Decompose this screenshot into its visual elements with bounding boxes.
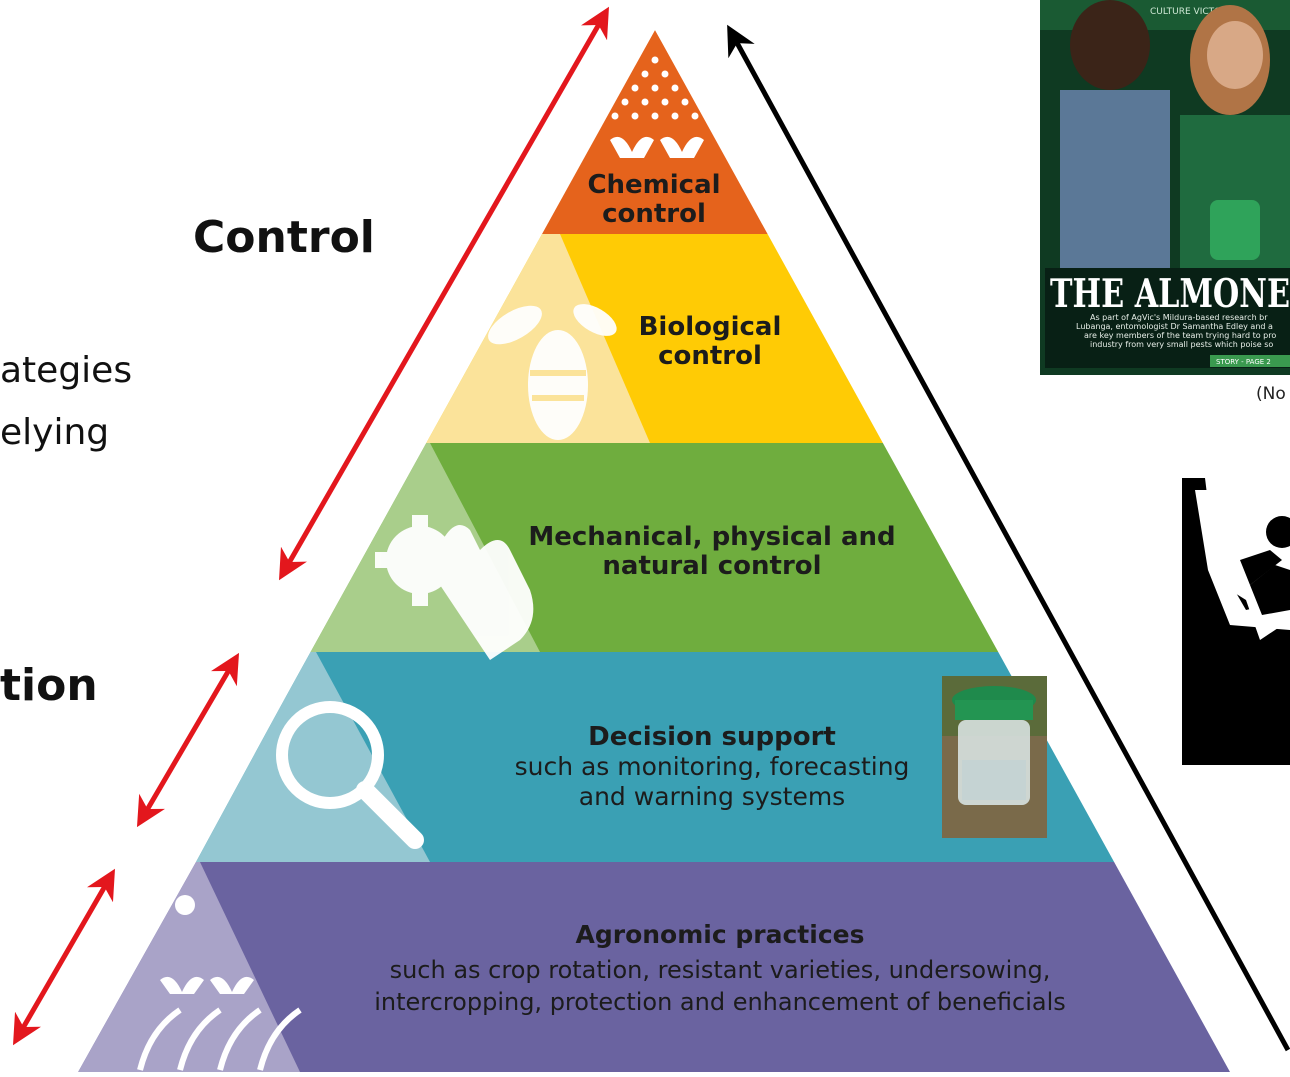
prevention-fragment: tion	[0, 660, 98, 711]
magazine-blurb-2: Lubanga, entomologist Dr Samantha Edley …	[1076, 322, 1273, 331]
magazine-blurb-4: industry from very small pests which poi…	[1090, 340, 1273, 349]
tier-agronomic	[78, 862, 1230, 1072]
decision-title: Decision support	[588, 722, 836, 752]
pest-trap-photo	[942, 676, 1047, 838]
shower-dots-icon	[610, 56, 704, 158]
mountain-climber-icon	[1182, 478, 1290, 765]
red-arrows	[12, 6, 609, 1046]
magazine-header-fragment: CULTURE VICTORIA	[1150, 7, 1237, 17]
chemical-title-1: Chemical	[587, 170, 720, 200]
strategies-fragment: ategies	[0, 350, 133, 391]
control-label: Control	[193, 212, 375, 263]
magazine-caption: (No	[1256, 384, 1286, 404]
tier-decision	[196, 652, 1115, 862]
magazine-blurb-1: As part of AgVic's Mildura-based researc…	[1090, 313, 1268, 322]
field-sprout-icon	[137, 895, 302, 1071]
chemical-title-2: control	[602, 199, 706, 229]
mechanical-title-1: Mechanical, physical and	[528, 522, 895, 552]
agronomic-subtitle-2: intercropping, protection and enhancemen…	[374, 988, 1066, 1016]
decision-subtitle-2: and warning systems	[579, 782, 845, 811]
magazine-story-tag: STORY - PAGE 2	[1216, 358, 1271, 366]
red-arrow-bottom	[12, 868, 116, 1046]
biological-title-1: Biological	[639, 312, 782, 342]
magazine-masthead: THE ALMONE	[1050, 271, 1290, 317]
magazine-cover: CULTURE VICTORIA THE ALMONE As part of A…	[1040, 0, 1290, 375]
biological-title-2: control	[658, 341, 762, 371]
magazine-blurb-3: are key members of the team trying hard …	[1084, 331, 1276, 340]
agronomic-subtitle-1: such as crop rotation, resistant varieti…	[390, 956, 1051, 984]
agronomic-title: Agronomic practices	[576, 920, 865, 949]
mechanical-title-2: natural control	[602, 551, 821, 581]
magnifier-icon	[276, 701, 424, 849]
tier-decision-lightstrip	[196, 652, 430, 862]
red-arrow-top	[279, 6, 609, 581]
relying-fragment: elying	[0, 412, 110, 453]
black-arrow	[727, 24, 1290, 1052]
decision-subtitle-1: such as monitoring, forecasting	[515, 752, 910, 781]
red-arrow-middle	[136, 652, 240, 828]
